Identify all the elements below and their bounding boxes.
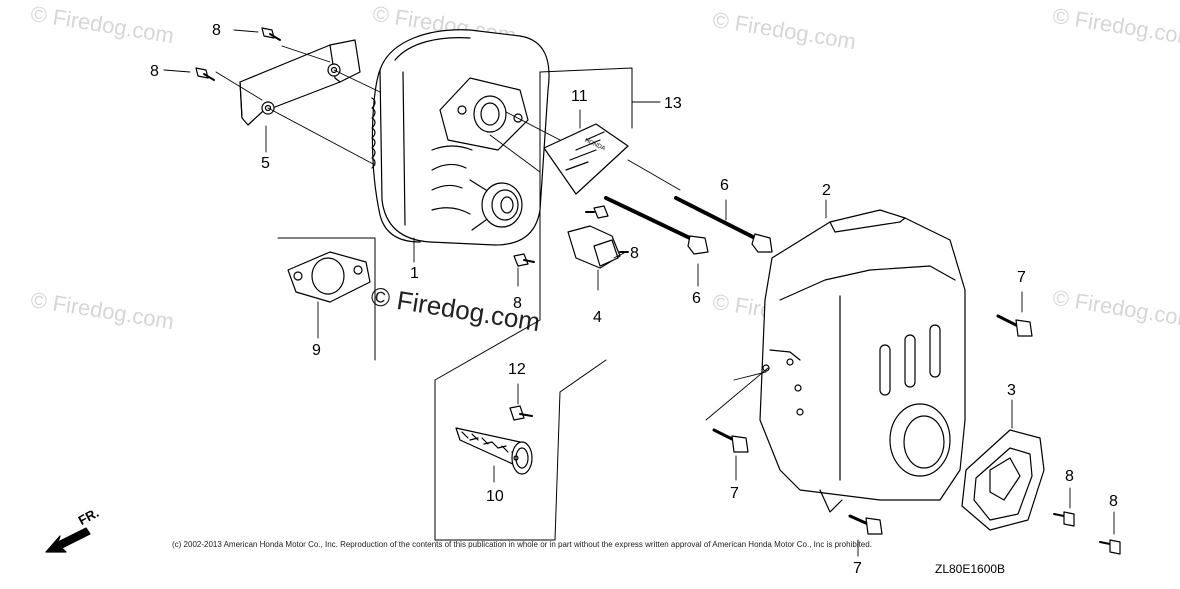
bolt-part-7-bottom	[848, 514, 883, 557]
spark-arrester-part-10	[455, 427, 533, 483]
bolt-part-7-mid	[712, 428, 749, 481]
callout-8: 8	[1065, 468, 1074, 485]
screw-part-8-top	[261, 27, 281, 41]
gasket-part-9	[277, 237, 376, 361]
callout-1: 1	[410, 265, 419, 282]
callout-2: 2	[822, 182, 831, 199]
screw-part-8-low	[513, 253, 535, 267]
callout-7: 7	[730, 485, 739, 502]
callout-11: 11	[571, 88, 588, 105]
bolt-part-7-right	[996, 291, 1033, 337]
screw-part-12	[509, 383, 533, 421]
bolt-part-6-upper	[674, 196, 773, 253]
bolt-part-6-lower	[604, 196, 709, 255]
callout-7: 7	[853, 560, 862, 577]
callout-13: 13	[664, 95, 682, 112]
muffler-part-1	[371, 29, 550, 246]
screw-part-8-left	[195, 67, 215, 81]
callout-7: 7	[1017, 269, 1026, 286]
callout-3: 3	[1007, 382, 1016, 399]
callout-8: 8	[513, 295, 522, 312]
callout-6: 6	[692, 290, 701, 307]
clamp-part-4	[567, 225, 629, 291]
callout-8: 8	[1109, 493, 1118, 510]
callout-6: 6	[720, 177, 729, 194]
callout-12: 12	[508, 361, 526, 378]
outlet-cover-part-3	[961, 399, 1045, 531]
plate-part-11	[543, 123, 629, 195]
callout-5: 5	[261, 155, 270, 172]
bracket-part-5	[239, 39, 361, 126]
screw-part-8-right	[1053, 487, 1075, 527]
callout-4: 4	[593, 309, 602, 326]
callout-9: 9	[312, 342, 321, 359]
drawing-code: ZL80E1600B	[935, 562, 1006, 576]
screw-part-8-far-right	[1099, 511, 1121, 555]
callout-8: 8	[630, 245, 639, 262]
front-arrow-icon	[45, 527, 91, 553]
screw-part-8-mid	[585, 205, 609, 219]
copyright-notice: (c) 2002-2013 American Honda Motor Co., …	[172, 540, 872, 549]
muffler-protector-part-2	[759, 209, 966, 513]
callout-8: 8	[150, 63, 159, 80]
callout-8: 8	[212, 22, 221, 39]
callout-10: 10	[486, 488, 504, 505]
